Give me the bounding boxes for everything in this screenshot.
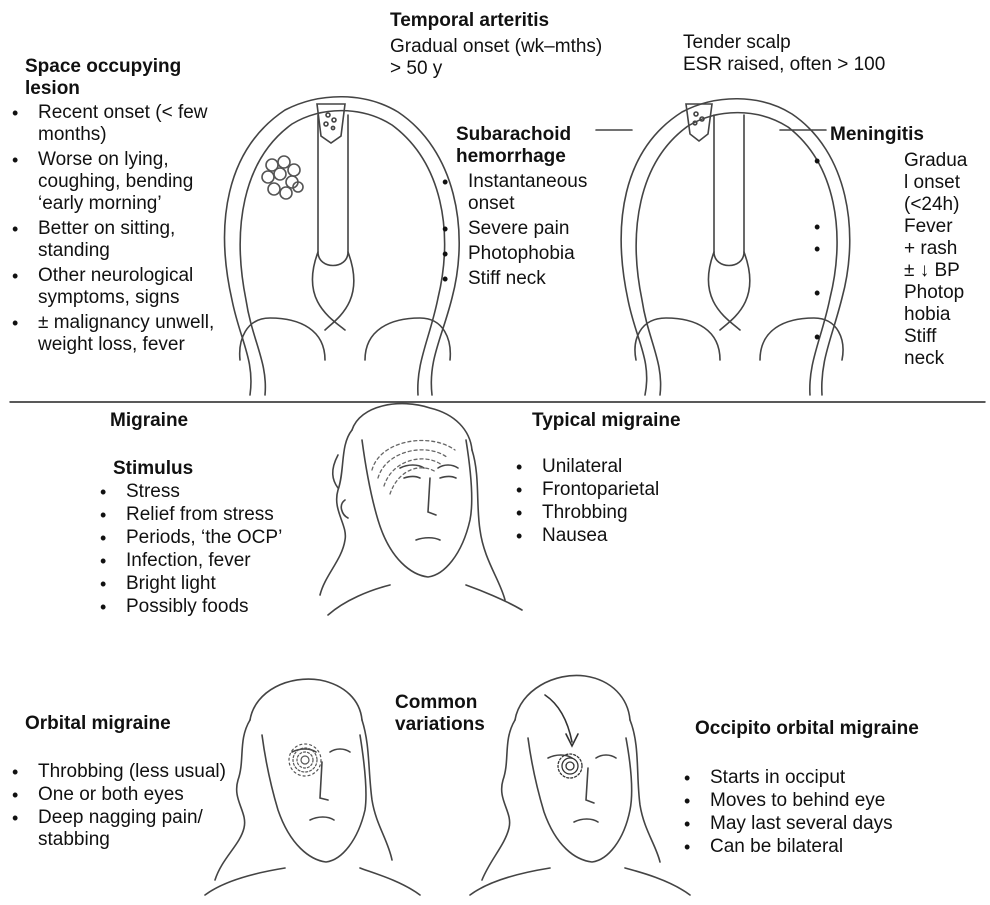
list-item: Periods, ‘the OCP’ [96, 527, 356, 549]
occipito-orbital-title: Occipito orbital migraine [695, 718, 919, 740]
list-item: Instantaneous onset [438, 171, 628, 215]
stimulus-list: Stress Relief from stress Periods, ‘the … [96, 481, 356, 619]
list-item: Can be bilateral [680, 836, 970, 858]
list-item: Starts in occiput [680, 767, 970, 789]
list-item: Recent onset (< few months) [8, 102, 248, 146]
occipito-orbital-list: Starts in occiput Moves to behind eye Ma… [680, 767, 970, 859]
typical-migraine-title: Typical migraine [532, 410, 681, 432]
list-item: Severe pain [438, 218, 628, 240]
list-item: Relief from stress [96, 504, 356, 526]
list-item: Infection, fever [96, 550, 356, 572]
list-item: Unilateral [512, 456, 732, 478]
list-item: Gradua l onset (<24h) [814, 150, 984, 216]
lesion-mass-icon [262, 156, 303, 199]
meningitis-title: Meningitis [830, 124, 924, 146]
list-item: Photop hobia [814, 282, 984, 326]
list-item: Bright light [96, 573, 356, 595]
common-variations-title: Common variations [395, 692, 485, 736]
list-item: Nausea [512, 525, 732, 547]
frontoparietal-pain-icon [372, 440, 455, 494]
list-item: Possibly foods [96, 596, 356, 618]
list-item: Photophobia [438, 243, 628, 265]
temporal-arteritis-findings: Tender scalp ESR raised, often > 100 [683, 32, 885, 76]
meningitis-list: Gradua l onset (<24h) Fever + rash ± ↓ B… [814, 150, 984, 370]
list-item: Frontoparietal [512, 479, 732, 501]
space-occupying-list: Recent onset (< few months) Worse on lyi… [8, 102, 248, 359]
list-item: Fever [814, 216, 984, 238]
orbital-migraine-list: Throbbing (less usual) One or both eyes … [8, 761, 288, 852]
brain-outline-left-icon [225, 97, 460, 395]
list-item: Throbbing [512, 502, 732, 524]
list-item: Moves to behind eye [680, 790, 970, 812]
list-item: Other neurological symptoms, signs [8, 265, 248, 309]
occipito-arrow-line [545, 695, 572, 742]
typical-migraine-list: Unilateral Frontoparietal Throbbing Naus… [512, 456, 732, 548]
sagittal-sinus-right-icon [686, 104, 712, 141]
list-item: May last several days [680, 813, 970, 835]
list-item: One or both eyes [8, 784, 288, 806]
stimulus-title: Stimulus [113, 458, 193, 480]
temporal-arteritis-title: Temporal arteritis [390, 10, 549, 32]
temporal-arteritis-onset: Gradual onset (wk–mths) > 50 y [390, 36, 602, 80]
subarachnoid-title: Subarachoid hemorrhage [456, 124, 571, 168]
list-item: Deep nagging pain/ stabbing [8, 807, 288, 851]
subarachnoid-list: Instantaneous onset Severe pain Photopho… [438, 171, 628, 293]
occipito-pain-icon [558, 754, 582, 778]
list-item: Worse on lying, coughing, bending ‘early… [8, 149, 248, 215]
face-occipito-icon [470, 675, 690, 895]
space-occupying-title: Space occupying lesion [25, 56, 181, 100]
orbital-migraine-title: Orbital migraine [25, 713, 171, 735]
list-item: Stiff neck [438, 268, 628, 290]
list-item: Stiff neck [814, 326, 984, 370]
list-item: ± malignancy unwell, weight loss, fever [8, 312, 248, 356]
list-item: Throbbing (less usual) [8, 761, 288, 783]
list-item: Better on sitting, standing [8, 218, 248, 262]
list-item: + rash ± ↓ BP [814, 238, 984, 282]
migraine-title: Migraine [110, 410, 188, 432]
list-item: Stress [96, 481, 356, 503]
